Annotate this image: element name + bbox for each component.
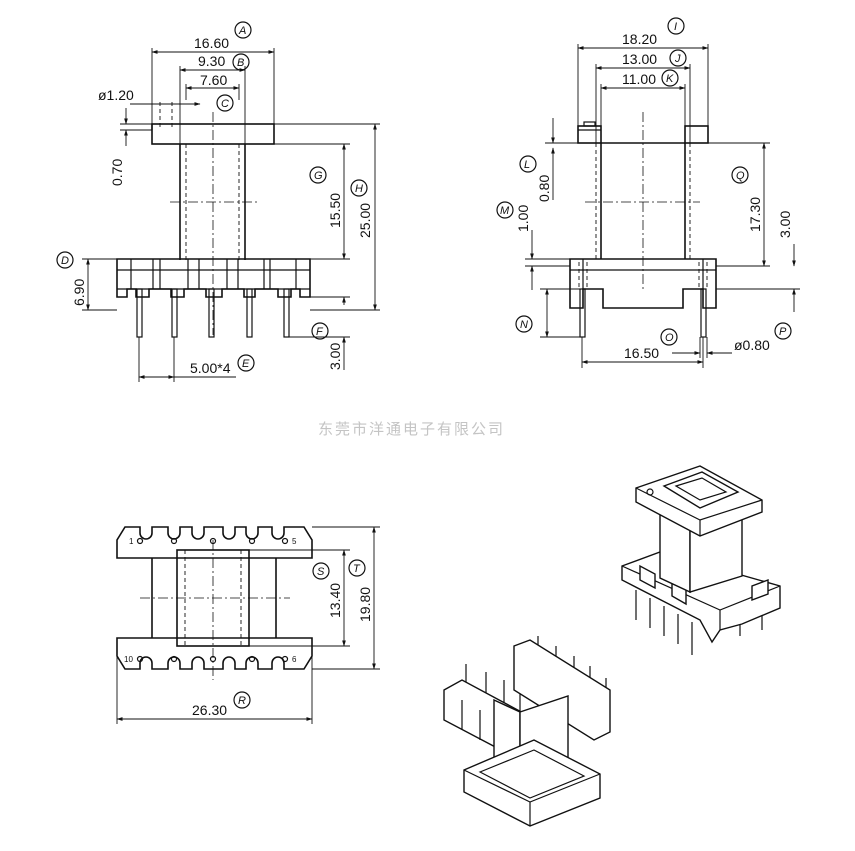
bubble-L: L: [519, 155, 537, 173]
dim-G-value: 15.50: [327, 193, 343, 228]
dim-T-value: 19.80: [357, 587, 373, 622]
front-view: 16.60 9.30 7.60 ø1.20 0.70 15.50 25.00: [71, 35, 380, 382]
bubble-N: N: [515, 315, 533, 333]
bubble-H: H: [350, 179, 368, 197]
svg-text:H: H: [355, 183, 363, 195]
svg-text:T: T: [353, 563, 361, 575]
bubble-B: B: [232, 53, 250, 71]
bubble-A: A: [234, 21, 252, 39]
svg-text:O: O: [665, 332, 674, 344]
pin-label-6: 6: [292, 655, 297, 664]
dim-E-value: 5.00*4: [190, 360, 231, 376]
dim-Q-value: 17.30: [747, 197, 763, 232]
dim-A-value: 16.60: [194, 35, 229, 51]
company-watermark: 东莞市洋通电子有限公司: [318, 420, 505, 438]
dim-P-value: ø0.80: [734, 337, 770, 353]
svg-text:R: R: [238, 695, 246, 707]
bubble-P: P: [774, 322, 792, 340]
bubble-J: J: [669, 49, 687, 67]
bubble-F: F: [311, 322, 329, 340]
dim-070-value: 0.70: [109, 159, 125, 186]
dim-S-value: 13.40: [327, 583, 343, 618]
pin-label-10: 10: [124, 655, 133, 664]
dim-M-value: 1.00: [515, 205, 531, 232]
dim-C-value: 7.60: [200, 72, 227, 88]
dim-D-value: 6.90: [71, 279, 87, 306]
pin-label-5: 5: [292, 537, 297, 546]
svg-text:P: P: [779, 326, 787, 338]
front-pins: [136, 288, 290, 338]
bubble-E: E: [237, 354, 255, 372]
svg-text:F: F: [316, 326, 324, 338]
iso-view-upright: [621, 465, 781, 655]
bubble-T: T: [348, 559, 366, 577]
bubble-S: S: [312, 562, 330, 580]
svg-text:I: I: [674, 21, 677, 33]
dim-K-value: 11.00: [622, 71, 656, 87]
svg-text:Q: Q: [736, 170, 745, 182]
bubble-K: K: [661, 69, 679, 87]
svg-text:D: D: [61, 255, 69, 267]
svg-text:B: B: [237, 57, 244, 69]
bubble-G: G: [309, 166, 327, 184]
svg-text:E: E: [242, 358, 250, 370]
svg-text:G: G: [314, 170, 323, 182]
bubble-Q: Q: [731, 166, 749, 184]
dim-O-value: 16.50: [624, 345, 659, 361]
bottom-view: 1 5 10 6 13.40 19.80 26.30: [116, 526, 380, 724]
bubble-O: O: [660, 328, 678, 346]
bubble-R: R: [233, 691, 251, 709]
svg-text:N: N: [520, 319, 528, 331]
svg-text:C: C: [221, 98, 229, 110]
dim-dia1-value: ø1.20: [98, 87, 134, 103]
iso-view-inverted: [443, 636, 611, 827]
bubble-M: M: [496, 201, 514, 219]
svg-text:L: L: [524, 159, 530, 171]
dim-F-value: 3.00: [327, 343, 343, 370]
side-view: 18.20 13.00 11.00 0.80 1.00 17.30 3.00: [515, 31, 800, 368]
dim-300b-value: 3.00: [777, 211, 793, 238]
dim-B-value: 9.30: [198, 53, 225, 69]
dim-J-value: 13.00: [622, 51, 657, 67]
bubble-I: I: [667, 17, 685, 35]
dim-L-value: 0.80: [536, 175, 552, 202]
pin-label-1: 1: [129, 537, 134, 546]
bubble-D: D: [56, 251, 74, 269]
svg-text:M: M: [500, 205, 510, 217]
bubble-C: C: [216, 94, 234, 112]
svg-text:J: J: [674, 53, 681, 65]
dim-H-value: 25.00: [357, 203, 373, 238]
svg-text:S: S: [317, 566, 325, 578]
svg-text:A: A: [238, 25, 246, 37]
dim-I-value: 18.20: [622, 31, 657, 47]
dim-R-value: 26.30: [192, 702, 227, 718]
callout-bubbles: A B C D E F G H I J K L M N O P Q R S T: [56, 17, 792, 709]
svg-text:K: K: [666, 73, 674, 85]
